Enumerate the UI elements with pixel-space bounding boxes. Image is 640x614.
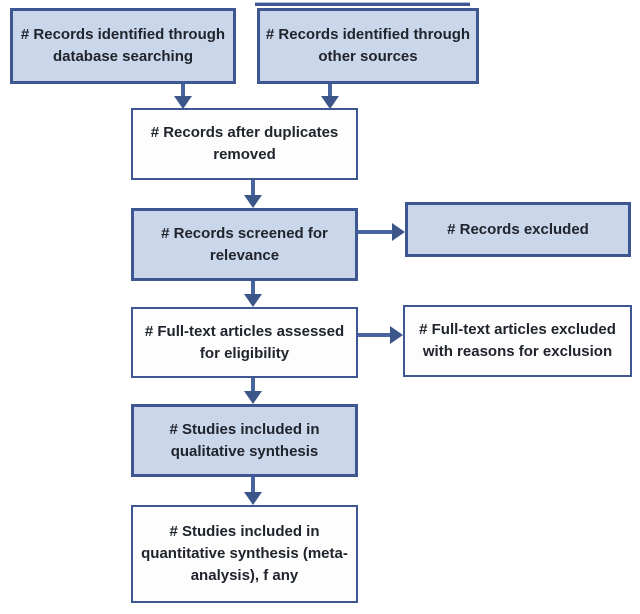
box-text-line: # Records identified through xyxy=(20,26,226,43)
box-text-line: # Full-text articles assessed xyxy=(144,322,345,340)
arrow-fulltext-to-qualitative xyxy=(244,378,262,404)
box-text-line: other sources xyxy=(318,48,418,65)
box-text-line: relevance xyxy=(209,246,280,264)
box-text-line: database searching xyxy=(52,48,194,65)
arrow-head-right xyxy=(390,326,403,344)
box-records-after-duplicates: # Records after duplicates removed xyxy=(131,108,358,180)
arrow-stem xyxy=(251,281,255,294)
box-text-line: with reasons for exclusion xyxy=(422,343,613,360)
arrow-head-down xyxy=(174,96,192,109)
arrow-stem xyxy=(358,333,390,337)
arrow-head-down xyxy=(244,195,262,208)
box-qualitative-synthesis: # Studies included in qualitative synthe… xyxy=(131,404,358,477)
box-fulltext-assessed: # Full-text articles assessed for eligib… xyxy=(131,307,358,378)
arrow-fulltext-to-excluded xyxy=(358,326,403,344)
arrow-screened-to-fulltext xyxy=(244,281,262,307)
box-text-line: qualitative synthesis xyxy=(170,442,319,460)
box-fulltext-excluded: # Full-text articles excluded with reaso… xyxy=(403,305,632,377)
box-text-line: # Records after duplicates xyxy=(150,124,339,141)
arrow-head-right xyxy=(392,223,405,241)
box-records-excluded: # Records excluded xyxy=(405,202,631,257)
box-text-line: # Studies included in xyxy=(169,420,320,438)
arrow-head-down xyxy=(244,391,262,404)
box-text-line: analysis), f any xyxy=(190,567,299,584)
box-text-line: # Records screened for xyxy=(161,224,328,242)
box-quantitative-synthesis: # Studies included in quantitative synth… xyxy=(131,505,358,603)
box-text-line: # Studies included in xyxy=(169,523,320,540)
arrow-stem xyxy=(251,378,255,391)
arrow-stem xyxy=(328,84,332,96)
arrow-head-down xyxy=(244,492,262,505)
arrow-other-to-duplicates xyxy=(321,84,339,109)
box-text-line: # Full-text articles excluded xyxy=(419,321,616,338)
box-text-line: for eligibility xyxy=(199,344,290,362)
box-text-line: quantitative synthesis (meta- xyxy=(141,545,348,562)
arrow-head-down xyxy=(244,294,262,307)
box-text-line: # Records identified through xyxy=(265,26,471,43)
arrow-stem xyxy=(358,230,392,234)
box-text-line: # Records excluded xyxy=(447,220,589,238)
arrow-stem xyxy=(251,477,255,492)
box-text-line: removed xyxy=(213,146,276,163)
arrow-stem xyxy=(181,84,185,96)
cropped-top-edge-line xyxy=(255,2,470,6)
arrow-duplicates-to-screened xyxy=(244,180,262,208)
arrow-database-to-duplicates xyxy=(174,84,192,109)
arrow-head-down xyxy=(321,96,339,109)
arrow-qualitative-to-quantitative xyxy=(244,477,262,505)
arrow-stem xyxy=(251,180,255,195)
box-records-identified-other: # Records identified through other sourc… xyxy=(257,8,479,84)
box-records-screened: # Records screened for relevance xyxy=(131,208,358,281)
box-records-identified-database: # Records identified through database se… xyxy=(10,8,236,84)
arrow-screened-to-excluded xyxy=(358,223,405,241)
